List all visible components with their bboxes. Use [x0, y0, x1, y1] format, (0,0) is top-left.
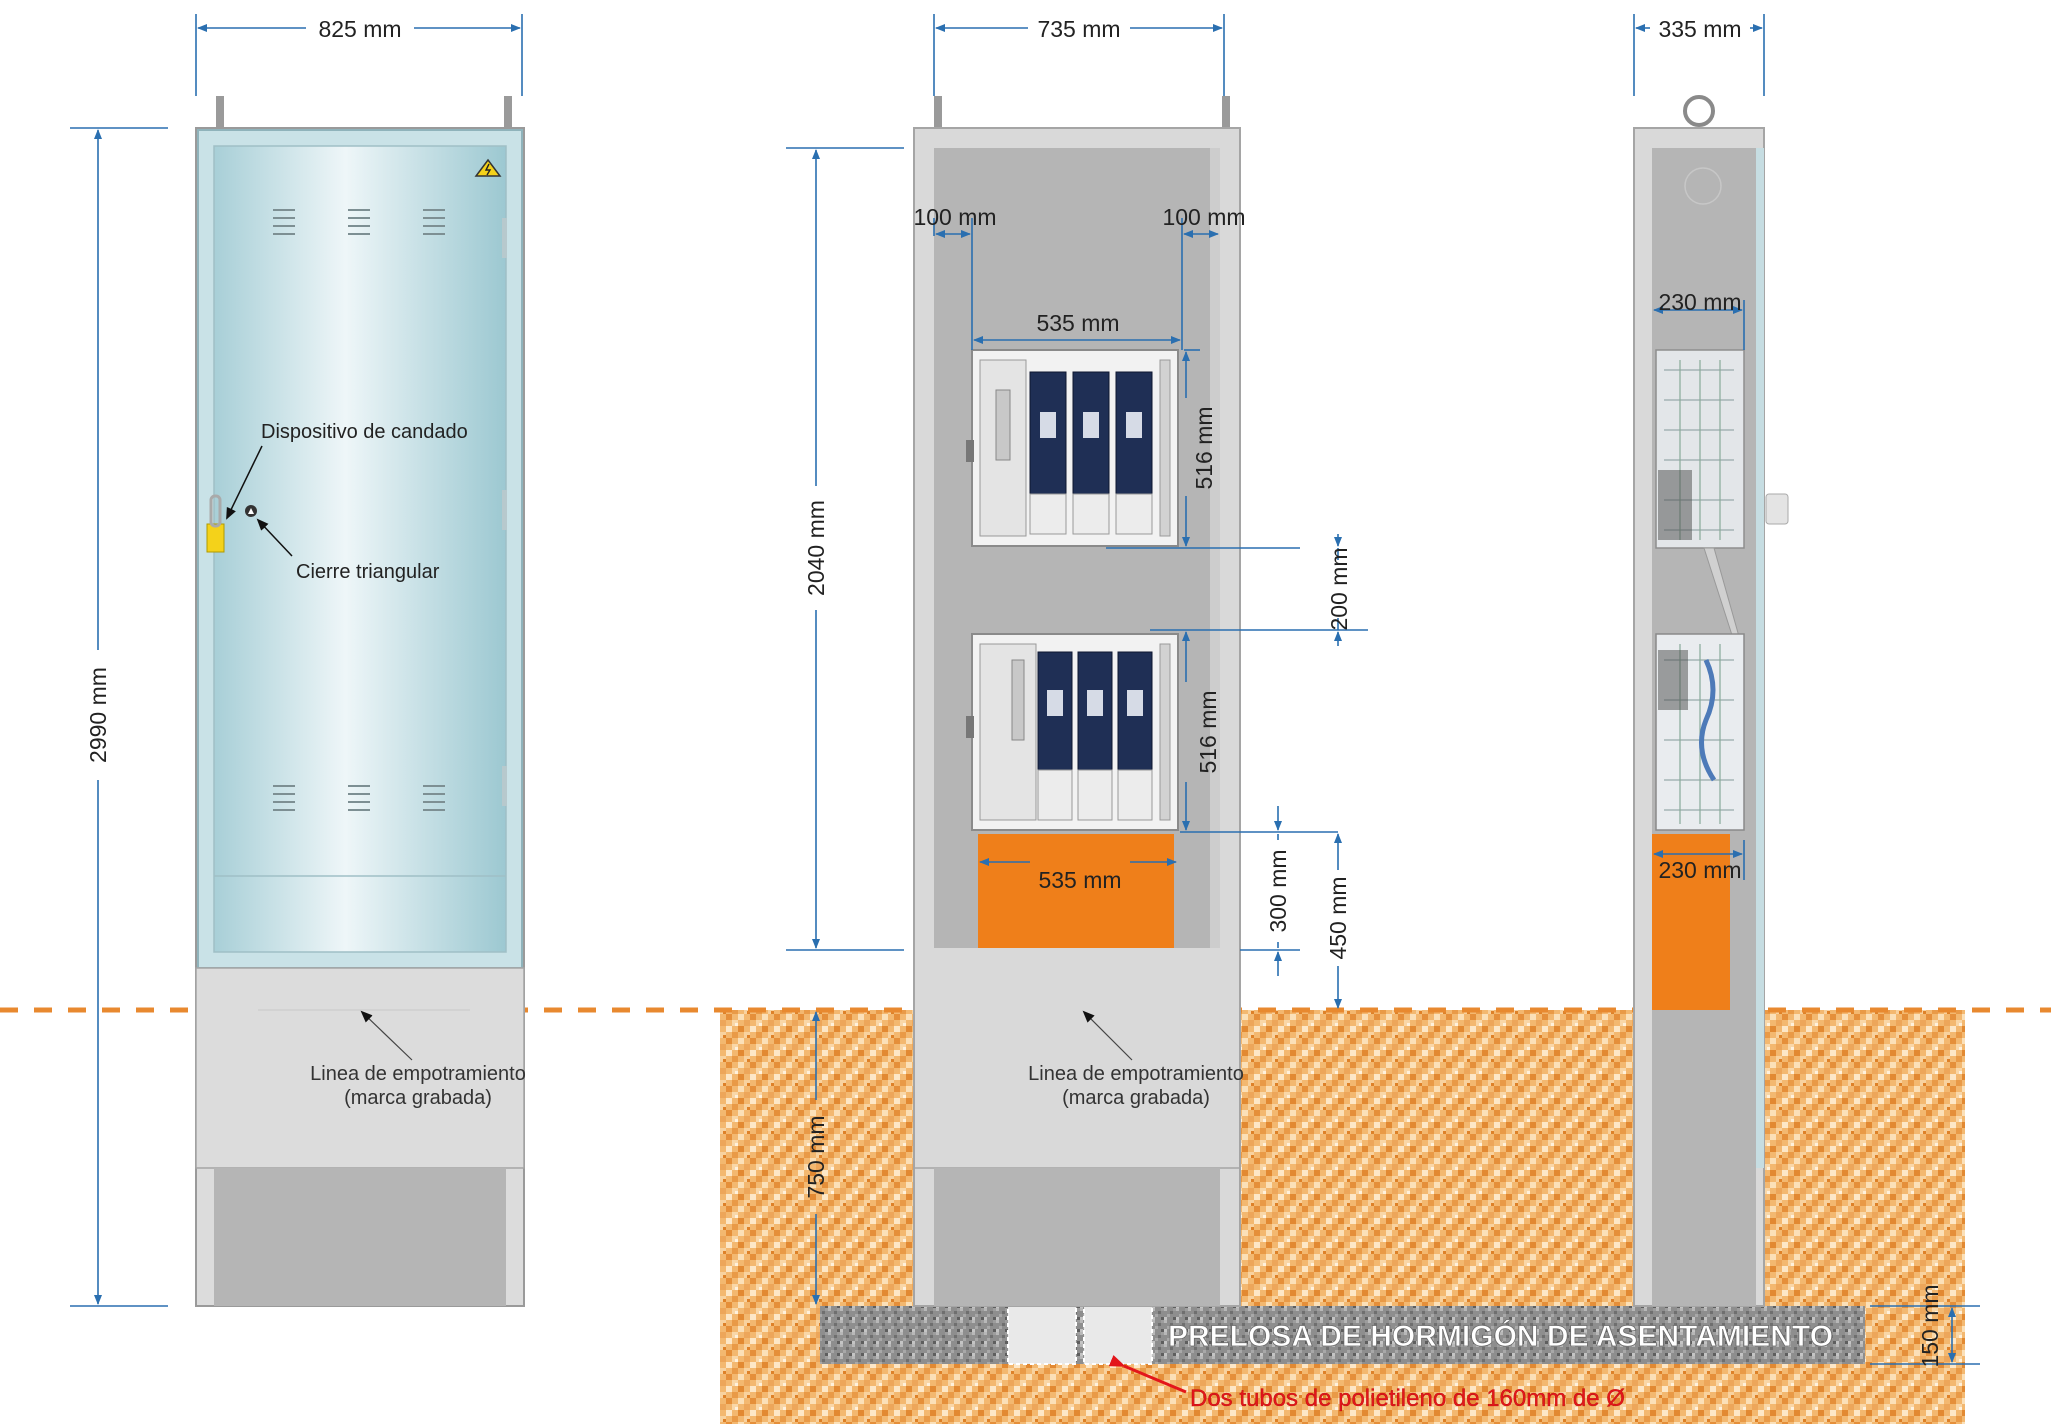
electrical-warning-icon — [474, 158, 502, 177]
front-base-plinth — [195, 967, 525, 1169]
padlock-label: Dispositivo de candado — [261, 421, 468, 443]
triangular-lock-pointer — [256, 518, 293, 557]
triangular-lock-label: Cierre triangular — [296, 561, 440, 583]
concrete-slab — [820, 1306, 1865, 1364]
dim-slab-thickness: 150 mm — [1917, 1284, 1943, 1367]
interior-view: Linea de empotramiento (marca grabada) — [913, 96, 1244, 1307]
dim-buried-depth: 750 mm — [803, 1115, 829, 1198]
vent-louvers-bottom — [273, 785, 445, 811]
embed-pointer-front — [360, 1010, 413, 1061]
front-door-panel — [213, 145, 507, 953]
interior-base-opening — [934, 1168, 1220, 1306]
side-handle — [1765, 493, 1789, 525]
orange-cable-block — [978, 834, 1174, 948]
dim-module-height-bottom: 516 mm — [1195, 690, 1221, 773]
dim-base-gap: 300 mm — [1265, 849, 1291, 932]
embed-label-front-1: Linea de empotramiento — [310, 1063, 526, 1085]
dimension-labels: 825 mm 735 mm 335 mm 2990 mm 2040 mm 100… — [85, 16, 1943, 1368]
dim-total-height: 2990 mm — [85, 667, 111, 763]
tubes-pointer — [1108, 1355, 1187, 1394]
slab-label: PRELOSA DE HORMIGÓN DE ASENTAMIENTO — [1168, 1319, 1833, 1353]
side-orange-cable-block — [1652, 834, 1730, 1010]
dim-base-to-ground: 450 mm — [1325, 876, 1351, 959]
lifting-lug-right — [1222, 96, 1230, 130]
front-view: Dispositivo de candado Cierre triangular… — [195, 96, 526, 1307]
dim-side-depth-bottom: 230 mm — [1658, 857, 1741, 883]
side-module-top — [1655, 349, 1745, 549]
dim-margin-left: 100 mm — [913, 204, 996, 230]
tube-right — [1083, 1305, 1153, 1365]
fuse-module-bottom — [966, 633, 1179, 831]
side-view — [1633, 95, 1789, 1307]
dim-side-width: 335 mm — [1658, 16, 1741, 42]
tube-left — [1007, 1305, 1077, 1365]
embed-label-mid-2: (marca grabada) — [1062, 1087, 1210, 1109]
side-module-bottom — [1655, 633, 1745, 831]
padlock-icon — [206, 523, 225, 553]
lifting-ring — [1683, 95, 1715, 127]
dim-module-height-top: 516 mm — [1191, 406, 1217, 489]
dim-module-width-top: 535 mm — [1036, 310, 1119, 336]
dim-side-depth-top: 230 mm — [1658, 289, 1741, 315]
dim-interior-height: 2040 mm — [803, 500, 829, 596]
dim-module-width-bottom: 535 mm — [1038, 867, 1121, 893]
embed-label-mid-1: Linea de empotramiento — [1028, 1063, 1244, 1085]
fuse-module-top — [966, 349, 1179, 547]
embed-pointer-mid — [1082, 1010, 1133, 1061]
lifting-lug-right — [504, 96, 512, 130]
front-base-opening — [214, 1168, 506, 1306]
door-hinge — [502, 490, 507, 530]
tubes-label: Dos tubos de polietileno de 160mm de Ø — [1190, 1385, 1625, 1412]
lifting-lug-left — [934, 96, 942, 130]
dim-margin-right: 100 mm — [1162, 204, 1245, 230]
lifting-lug-left — [216, 96, 224, 130]
dim-interior-width: 735 mm — [1037, 16, 1120, 42]
dimension-lines — [70, 14, 1980, 1365]
dim-front-width: 825 mm — [318, 16, 401, 42]
door-hinge — [502, 218, 507, 258]
vent-louvers-top — [273, 209, 445, 235]
dim-module-gap: 200 mm — [1326, 547, 1352, 630]
padlock-pointer — [226, 445, 263, 520]
door-hinge — [502, 766, 507, 806]
embed-label-front-2: (marca grabada) — [344, 1087, 492, 1109]
